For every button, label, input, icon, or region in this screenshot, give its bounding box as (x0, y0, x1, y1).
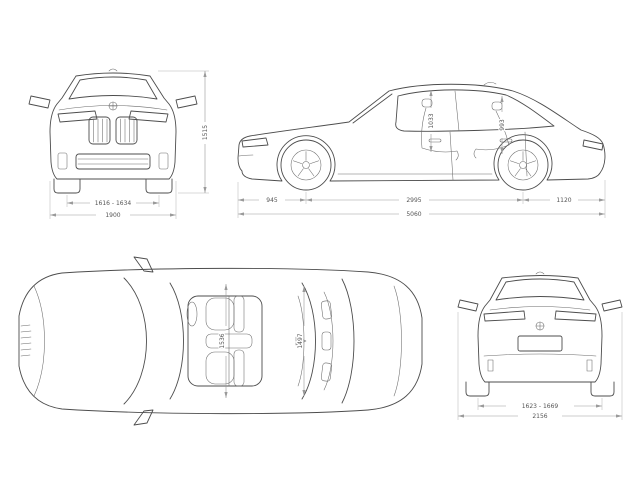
tire-left (465, 381, 490, 397)
rear-window (495, 278, 585, 301)
b-pillar (454, 90, 460, 132)
grille-hatching (20, 324, 32, 357)
mirror-right (601, 299, 623, 312)
wheelbase-label: 2995 (406, 197, 421, 204)
front-width-dimension: 1900 (49, 181, 177, 219)
side-glass (395, 89, 555, 132)
rear-track-dimension: 1623 - 1669 (477, 398, 603, 410)
rear-width-dimension-label: 2156 (532, 413, 547, 420)
front-interior-height-dimension: 1033 (427, 90, 436, 152)
trunk-contour (393, 285, 402, 397)
headlight-left (57, 110, 98, 123)
tire-left (53, 178, 81, 194)
side-view-drawing: 1033 993 945 2995 1120 5060 (237, 81, 606, 218)
decklid-line (489, 306, 591, 311)
height-dimension: 1515 (158, 70, 210, 194)
front-seat (421, 98, 459, 161)
bmw-roundel-icon (108, 101, 118, 111)
rear-track-dimension-label: 1623 - 1669 (522, 403, 559, 410)
side-car-body (237, 81, 606, 191)
rear-view-drawing: 1623 - 1669 2156 (457, 271, 623, 420)
windshield (68, 76, 158, 100)
front-view-drawing: 1616 - 1634 1900 1515 (28, 68, 210, 219)
bumper-line (483, 353, 597, 357)
taillight-right (554, 310, 597, 322)
overall-length-label: 5060 (406, 211, 421, 218)
mirror-bottom (133, 409, 154, 426)
front-view: 1616 - 1634 1900 1515 (18, 46, 213, 224)
reflector-left (487, 359, 494, 372)
rear-interior-width-label: 1497 (297, 333, 304, 348)
mirror-left (28, 95, 51, 109)
headlight (241, 137, 269, 148)
front-car-body (28, 68, 198, 194)
door-lines (449, 131, 528, 181)
door-handle-rear (499, 138, 513, 143)
hood-contour (33, 285, 45, 397)
windshield-line (352, 93, 393, 124)
front-seats (205, 295, 245, 387)
license-plate (517, 335, 563, 352)
roof-front-edge (169, 282, 184, 400)
top-view-drawing: 1536 1497 (18, 256, 423, 426)
front-track-dimension-label: 1616 - 1634 (95, 200, 132, 207)
height-dimension-label: 1515 (202, 125, 209, 140)
antenna-fin (535, 271, 545, 275)
taillight (582, 139, 604, 151)
mirror-right (175, 95, 198, 109)
front-interior-height-label: 1033 (428, 113, 435, 128)
lower-intake (57, 152, 169, 170)
rear-interior-height-label: 993 (499, 119, 506, 131)
tire-right (145, 178, 173, 194)
length-dimensions: 945 2995 1120 5060 (237, 180, 606, 218)
top-car-body (18, 256, 423, 426)
door-handle-front (428, 138, 442, 143)
rear-view: 1623 - 1669 2156 (448, 250, 632, 426)
center-console (205, 333, 253, 349)
sunroof (187, 295, 263, 387)
taillight-left (483, 310, 526, 322)
front-width-dimension-label: 1900 (105, 212, 120, 219)
rear-width-dimension: 2156 (457, 312, 623, 420)
front-interior-width-label: 1536 (219, 333, 226, 348)
tire-right (590, 381, 615, 397)
front-wheel (280, 139, 332, 191)
bmw-roundel-icon (535, 321, 545, 331)
antenna-fin (108, 68, 118, 72)
rear-interior-height-dimension: 993 (498, 96, 507, 154)
windshield-base (123, 277, 147, 405)
rear-bench (297, 291, 334, 391)
headlight-right (128, 110, 169, 123)
rear-window-edge (301, 282, 316, 400)
reflector-right (586, 359, 593, 372)
front-overhang-label: 945 (266, 197, 278, 204)
rear-wheel (497, 139, 549, 191)
mirror-top (133, 256, 154, 273)
front-track-dimension: 1616 - 1634 (66, 195, 160, 207)
front-interior-width-dimension: 1536 (218, 284, 228, 398)
antenna-fin (483, 81, 497, 86)
trunk-front-edge (341, 278, 355, 404)
side-view: 1033 993 945 2995 1120 5060 (226, 40, 626, 225)
rear-overhang-label: 1120 (556, 197, 571, 204)
steering-wheel (186, 301, 198, 327)
rear-interior-width-dimension: 1497 (296, 286, 306, 396)
mirror-left (457, 299, 479, 312)
sill-line (238, 154, 493, 175)
kidney-grille (88, 116, 138, 145)
top-view: 1536 1497 (4, 246, 439, 431)
antenna-fin (295, 336, 307, 346)
rear-car-body (457, 271, 623, 397)
